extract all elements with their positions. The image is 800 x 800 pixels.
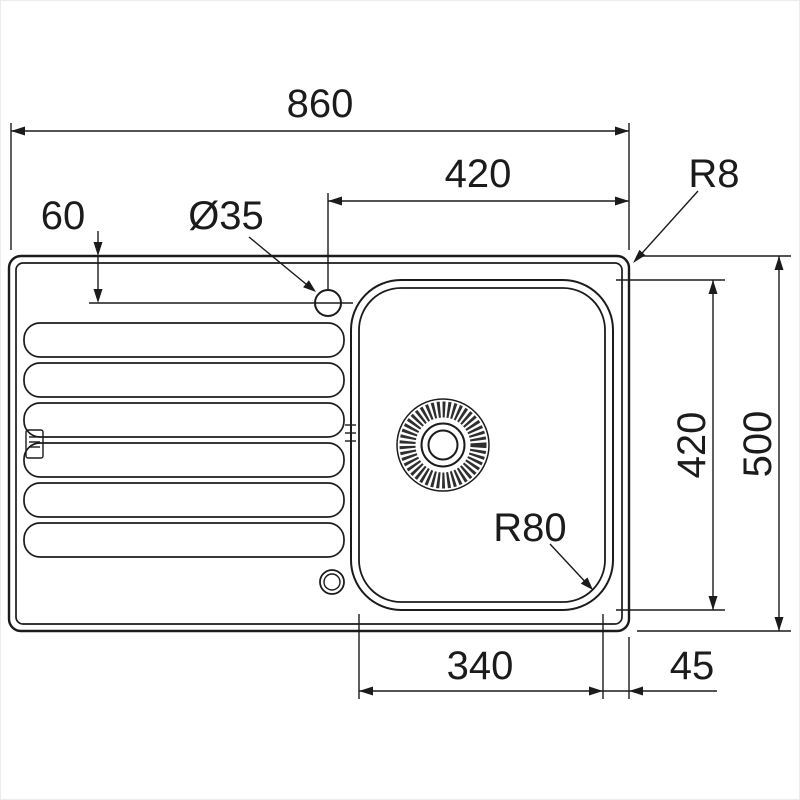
arrowhead [774,617,784,631]
leader-line [634,190,699,262]
drain-middle-ring [420,422,466,468]
drainer-groove [23,322,345,358]
arrowhead [615,196,629,206]
sink-outer-outline [7,254,631,633]
arrowhead [580,577,593,590]
dimension-label: 60 [41,194,86,238]
dimension-label: R8 [688,152,739,196]
leader-line [549,543,591,588]
dimension-label: 420 [670,412,714,479]
drain-face [416,418,470,472]
arrowhead [708,280,718,294]
drain-assembly [396,398,490,492]
dim-top-offset: 60 [41,194,103,303]
dimension-label: 860 [287,82,354,126]
dimension-label: 340 [447,644,514,688]
arrowhead [629,686,643,696]
arrowhead [93,242,103,256]
drainer-groove [23,442,345,478]
dim-bowl-to-edge: 45 [603,637,717,699]
drainer-groove [23,482,345,518]
drainer-groove [23,362,345,398]
dim-bowl-width: 340 [358,614,604,699]
dimension-label: 500 [736,411,780,478]
arrowhead [708,596,718,610]
dim-overall-depth: 500 [637,255,791,632]
arrowhead [303,280,316,292]
dim-bowl-corner-radius: R80 [493,506,593,590]
sink-inner-outline [15,262,623,625]
leader-line [248,236,313,290]
dimension-label: 45 [670,644,715,688]
arrowhead [589,686,603,696]
dimension-label: Ø35 [188,194,264,238]
dim-tap-to-right: 420 [328,152,629,206]
bowl-outer-rim [350,279,614,611]
dimension-label: 420 [445,152,512,196]
dim-bowl-length: 420 [616,279,725,611]
dim-tap-hole-diameter: Ø35 [188,194,316,292]
rim-badge [25,429,44,459]
arrowhead [615,126,629,136]
arrowhead [328,196,342,206]
arrowhead [359,686,373,696]
drain-outer-ring [396,398,490,492]
drainer-groove [23,522,345,558]
drainer-groove [23,402,345,438]
drain-inner-ring [427,429,459,461]
dimension-label: R80 [493,506,566,550]
dim-overall-width: 860 [10,82,630,250]
bowl-inner-rim [358,287,606,603]
drainer-grooves [23,322,345,558]
secondary-hole [319,569,345,595]
arrowhead [774,256,784,270]
dim-corner-radius: R8 [633,152,740,263]
arrowhead [11,126,25,136]
drain-knurled-ring [399,401,487,489]
arrowhead [93,289,103,303]
